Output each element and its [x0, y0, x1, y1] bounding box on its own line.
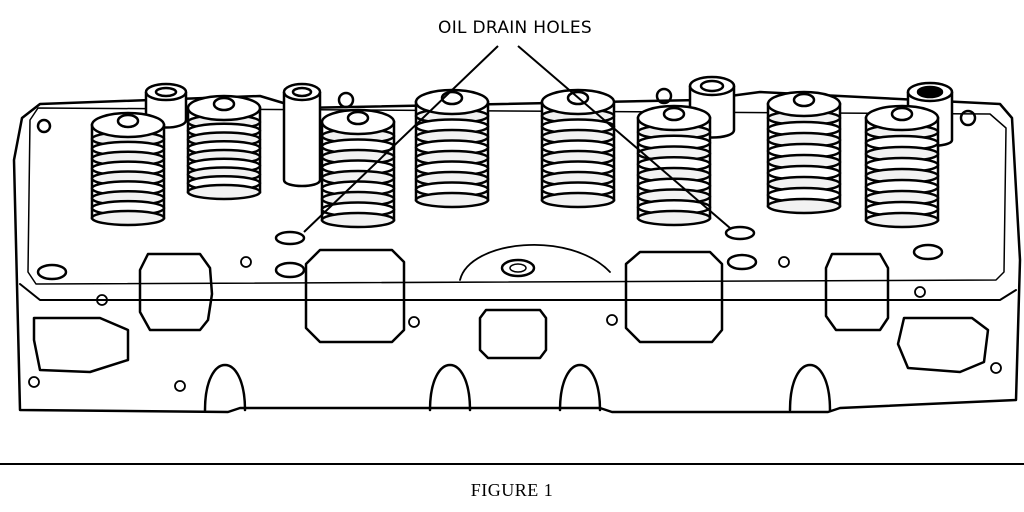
- port-7: [896, 316, 990, 374]
- oil-drain-hole-right: [724, 225, 756, 241]
- small-hole: [240, 256, 252, 268]
- bolt-hole: [912, 243, 944, 261]
- small-hole: [96, 294, 108, 306]
- small-hole: [174, 380, 186, 392]
- center-bolt-hole: [500, 258, 536, 278]
- small-hole: [28, 376, 40, 388]
- valve-spring: [636, 104, 712, 227]
- port-6: [824, 252, 890, 332]
- head-inner-rail: [27, 107, 1007, 285]
- scallop-1: [203, 364, 247, 412]
- small-hole: [990, 362, 1002, 374]
- bolt-hole: [337, 91, 355, 109]
- small-hole: [606, 314, 618, 326]
- callout-leaders: [303, 45, 731, 233]
- valve-spring: [186, 94, 262, 201]
- bolt-hole: [36, 263, 68, 281]
- valve-spring: [414, 88, 490, 209]
- valve-spring: [320, 108, 396, 229]
- bolt-hole: [274, 261, 306, 279]
- valve-spring: [766, 90, 842, 215]
- port-2: [138, 252, 214, 332]
- small-hole: [914, 286, 926, 298]
- port-5: [624, 250, 724, 344]
- scallop-2: [428, 364, 472, 412]
- small-hole: [778, 256, 790, 268]
- bolt-hole: [959, 109, 977, 127]
- caption-rule: [0, 463, 1024, 465]
- bolt-hole: [36, 118, 52, 134]
- small-hole: [408, 316, 420, 328]
- scallop-3: [558, 364, 602, 412]
- port-1: [32, 316, 130, 374]
- bolt-hole: [655, 87, 673, 105]
- port-face: [19, 283, 1017, 301]
- valve-spring: [864, 104, 940, 229]
- valve-springs: [90, 88, 940, 229]
- port-4: [478, 308, 548, 360]
- port-3: [304, 248, 406, 344]
- figure-caption: FIGURE 1: [470, 480, 554, 500]
- valve-spring: [540, 88, 616, 209]
- callout-label: OIL DRAIN HOLES: [438, 18, 592, 38]
- valve-spring: [90, 111, 166, 227]
- bolt-hole: [726, 253, 758, 271]
- center-boss: [459, 244, 611, 281]
- scallop-4: [788, 364, 832, 412]
- oil-drain-hole-left: [274, 230, 306, 246]
